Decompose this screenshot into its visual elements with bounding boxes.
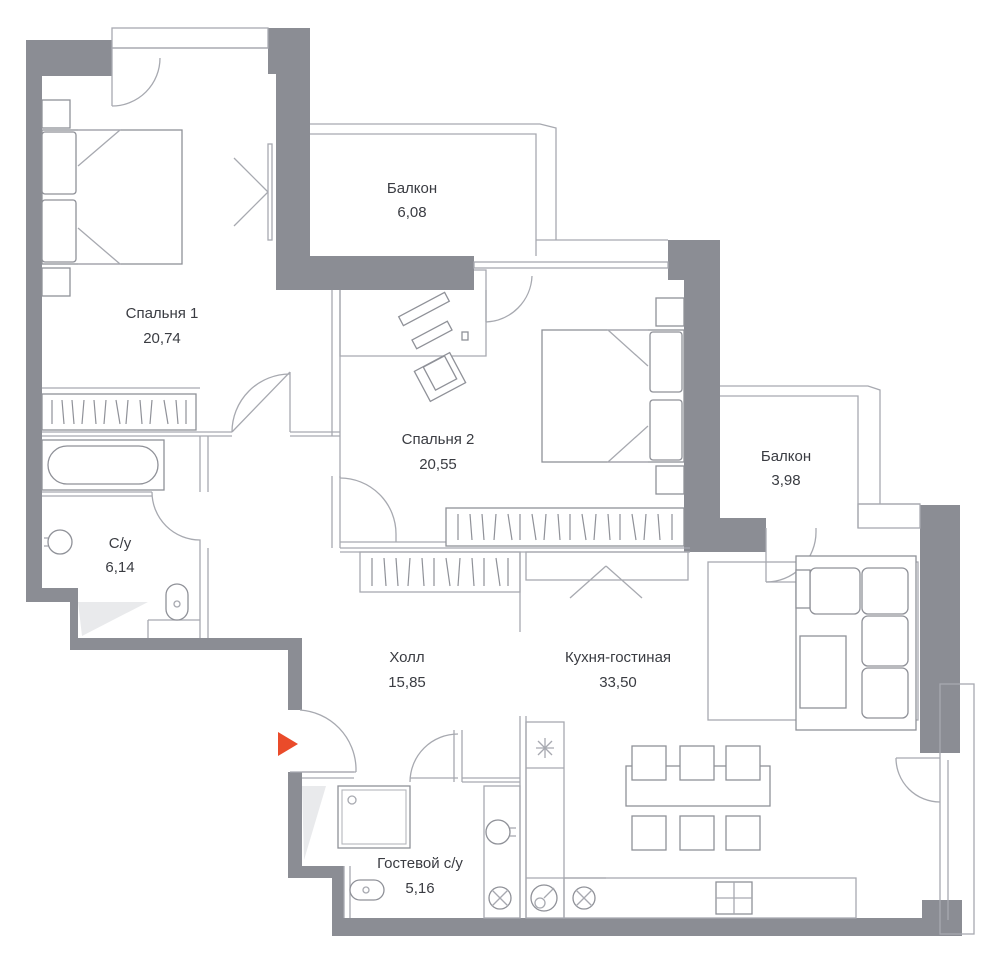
hall-name: Холл bbox=[389, 649, 424, 666]
bathtub-icon bbox=[41, 439, 165, 491]
washing-machine bbox=[488, 886, 512, 910]
kitchen-living-area: 33,50 bbox=[599, 674, 637, 691]
guest-bathroom-name: Гостевой с/у bbox=[377, 855, 463, 872]
sink-icon bbox=[530, 884, 558, 912]
coffee-table bbox=[799, 635, 847, 709]
interior-lines bbox=[42, 27, 975, 935]
shading bbox=[78, 602, 148, 636]
bedroom1-name: Спальня 1 bbox=[126, 305, 199, 322]
bathroom-area: 6,14 bbox=[105, 559, 134, 576]
toilet-icon bbox=[165, 583, 189, 621]
shading bbox=[302, 786, 326, 860]
walls bbox=[26, 28, 962, 936]
toilet-icon bbox=[349, 879, 385, 901]
oven bbox=[715, 881, 753, 915]
entrance-arrow-icon bbox=[278, 732, 298, 756]
balcony1-area: 6,08 bbox=[397, 204, 426, 221]
sofa bbox=[795, 555, 917, 731]
fan-icon bbox=[536, 738, 554, 758]
stove-icon bbox=[572, 886, 596, 910]
bedroom2-area: 20,55 bbox=[419, 456, 457, 473]
hall-area: 15,85 bbox=[388, 674, 426, 691]
guest-bathroom-area: 5,16 bbox=[405, 880, 434, 897]
sink-icon bbox=[485, 819, 516, 845]
chair bbox=[413, 351, 467, 403]
doors bbox=[111, 48, 941, 803]
furniture bbox=[41, 99, 919, 915]
bathroom-name: С/у bbox=[109, 535, 132, 552]
sink-icon bbox=[44, 529, 73, 555]
balcony2-area: 3,98 bbox=[771, 472, 800, 489]
kitchen-living-name: Кухня-гостиная bbox=[565, 649, 671, 666]
bedroom2-name: Спальня 2 bbox=[402, 431, 475, 448]
bedroom1-area: 20,74 bbox=[143, 330, 181, 347]
room-labels: Спальня 1 20,74 Балкон 6,08 Спальня 2 20… bbox=[105, 180, 811, 897]
shower-icon bbox=[337, 785, 411, 849]
balcony1-name: Балкон bbox=[387, 180, 437, 197]
balcony2-name: Балкон bbox=[761, 448, 811, 465]
